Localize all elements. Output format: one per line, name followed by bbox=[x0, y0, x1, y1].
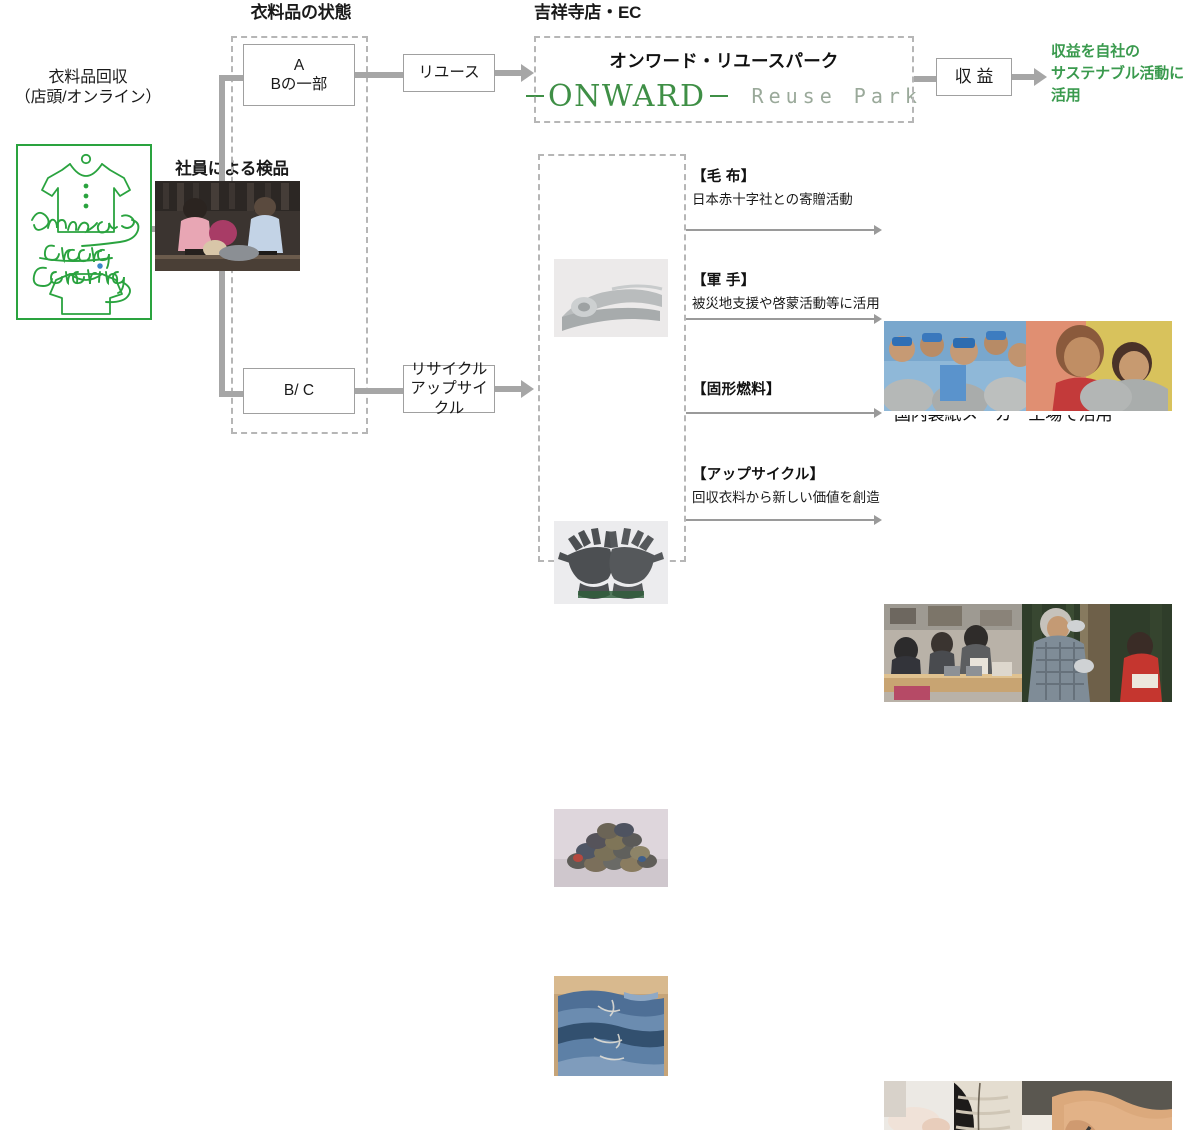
category-desc-upcycle: 回収衣料から新しい価値を創造 bbox=[692, 490, 880, 505]
onward-logo-right-dash bbox=[709, 94, 728, 98]
category-result-photo-blanket bbox=[884, 321, 1172, 415]
revenue-box[interactable]: 収 益 bbox=[936, 58, 1012, 96]
diagram-canvas: 衣料品の状態 吉祥寺店・EC 衣料品回収 （店頭/オンライン） bbox=[14, 3, 1184, 1130]
category-title-solid-fuel: 【固形燃料】 bbox=[692, 382, 781, 398]
connector-recycle-to-products bbox=[495, 386, 521, 392]
grade-bc-box[interactable]: B/ C bbox=[243, 368, 355, 414]
connector-upcycle-to-result bbox=[686, 519, 876, 521]
connector-solid-fuel-to-result bbox=[686, 412, 876, 414]
onward-green-campaign-logo-card bbox=[16, 144, 152, 320]
connector-branch-to-grade-a bbox=[219, 75, 253, 81]
onward-green-campaign-logo-icon bbox=[31, 153, 140, 315]
category-result-photo-gloves bbox=[884, 604, 1172, 702]
connector-blanket-to-result bbox=[686, 229, 876, 231]
connector-branch-to-grade-bc bbox=[219, 391, 253, 397]
category-title-gloves: 【軍 手】 bbox=[692, 273, 756, 289]
connector-grade-a-to-reuse bbox=[355, 72, 403, 78]
category-product-photo-solid-fuel bbox=[554, 809, 668, 887]
category-result-photo-upcycle bbox=[884, 1081, 1172, 1130]
revenue-outcome-text: 収益を自社の サステナブル活動に 活用 bbox=[1051, 43, 1184, 104]
connector-park-to-revenue bbox=[914, 76, 938, 82]
grade-a-box[interactable]: A Bの一部 bbox=[243, 44, 355, 106]
group-frame-kichijoji-ec bbox=[534, 36, 914, 123]
group-label-clothing-state: 衣料品の状態 bbox=[250, 3, 352, 22]
inspection-photo bbox=[155, 181, 300, 271]
category-title-blanket: 【毛 布】 bbox=[692, 169, 756, 185]
reuse-park-logo-row: ONWARD Reuse Park bbox=[526, 78, 917, 114]
arrowhead-blanket-to-result bbox=[874, 225, 882, 235]
arrowhead-upcycle-to-result bbox=[874, 515, 882, 525]
group-label-kichijoji-ec: 吉祥寺店・EC bbox=[534, 3, 642, 22]
collection-label: 衣料品回収 （店頭/オンライン） bbox=[14, 69, 162, 107]
arrowhead-recycle-to-products bbox=[521, 380, 534, 398]
connector-revenue-to-outcome bbox=[1012, 74, 1034, 80]
connector-grade-bc-to-recycle bbox=[355, 388, 403, 394]
category-product-photo-upcycle bbox=[554, 976, 668, 1076]
arrowhead-revenue-to-outcome bbox=[1034, 68, 1047, 86]
onward-logo-wordmark: ONWARD bbox=[548, 78, 706, 114]
group-frame-recycled-products bbox=[538, 154, 686, 562]
category-product-photo-blanket bbox=[554, 259, 668, 337]
arrowhead-gloves-to-result bbox=[874, 314, 882, 324]
route-recycle-box[interactable]: リサイクル アップサイクル bbox=[403, 361, 495, 417]
connector-gloves-to-result bbox=[686, 318, 876, 320]
category-title-upcycle: 【アップサイクル】 bbox=[692, 467, 825, 483]
arrowhead-solid-fuel-to-result bbox=[874, 408, 882, 418]
category-product-photo-gloves bbox=[554, 521, 668, 604]
arrowhead-reuse-to-park bbox=[521, 64, 534, 82]
connector-reuse-to-park bbox=[495, 70, 521, 76]
reuse-park-subwordmark: Reuse Park bbox=[751, 84, 922, 108]
reuse-park-title: オンワード・リユースパーク bbox=[609, 51, 839, 71]
category-desc-gloves: 被災地支援や啓蒙活動等に活用 bbox=[692, 296, 880, 311]
route-reuse-box[interactable]: リユース bbox=[403, 54, 495, 92]
category-desc-blanket: 日本赤十字社との寄贈活動 bbox=[692, 192, 853, 207]
